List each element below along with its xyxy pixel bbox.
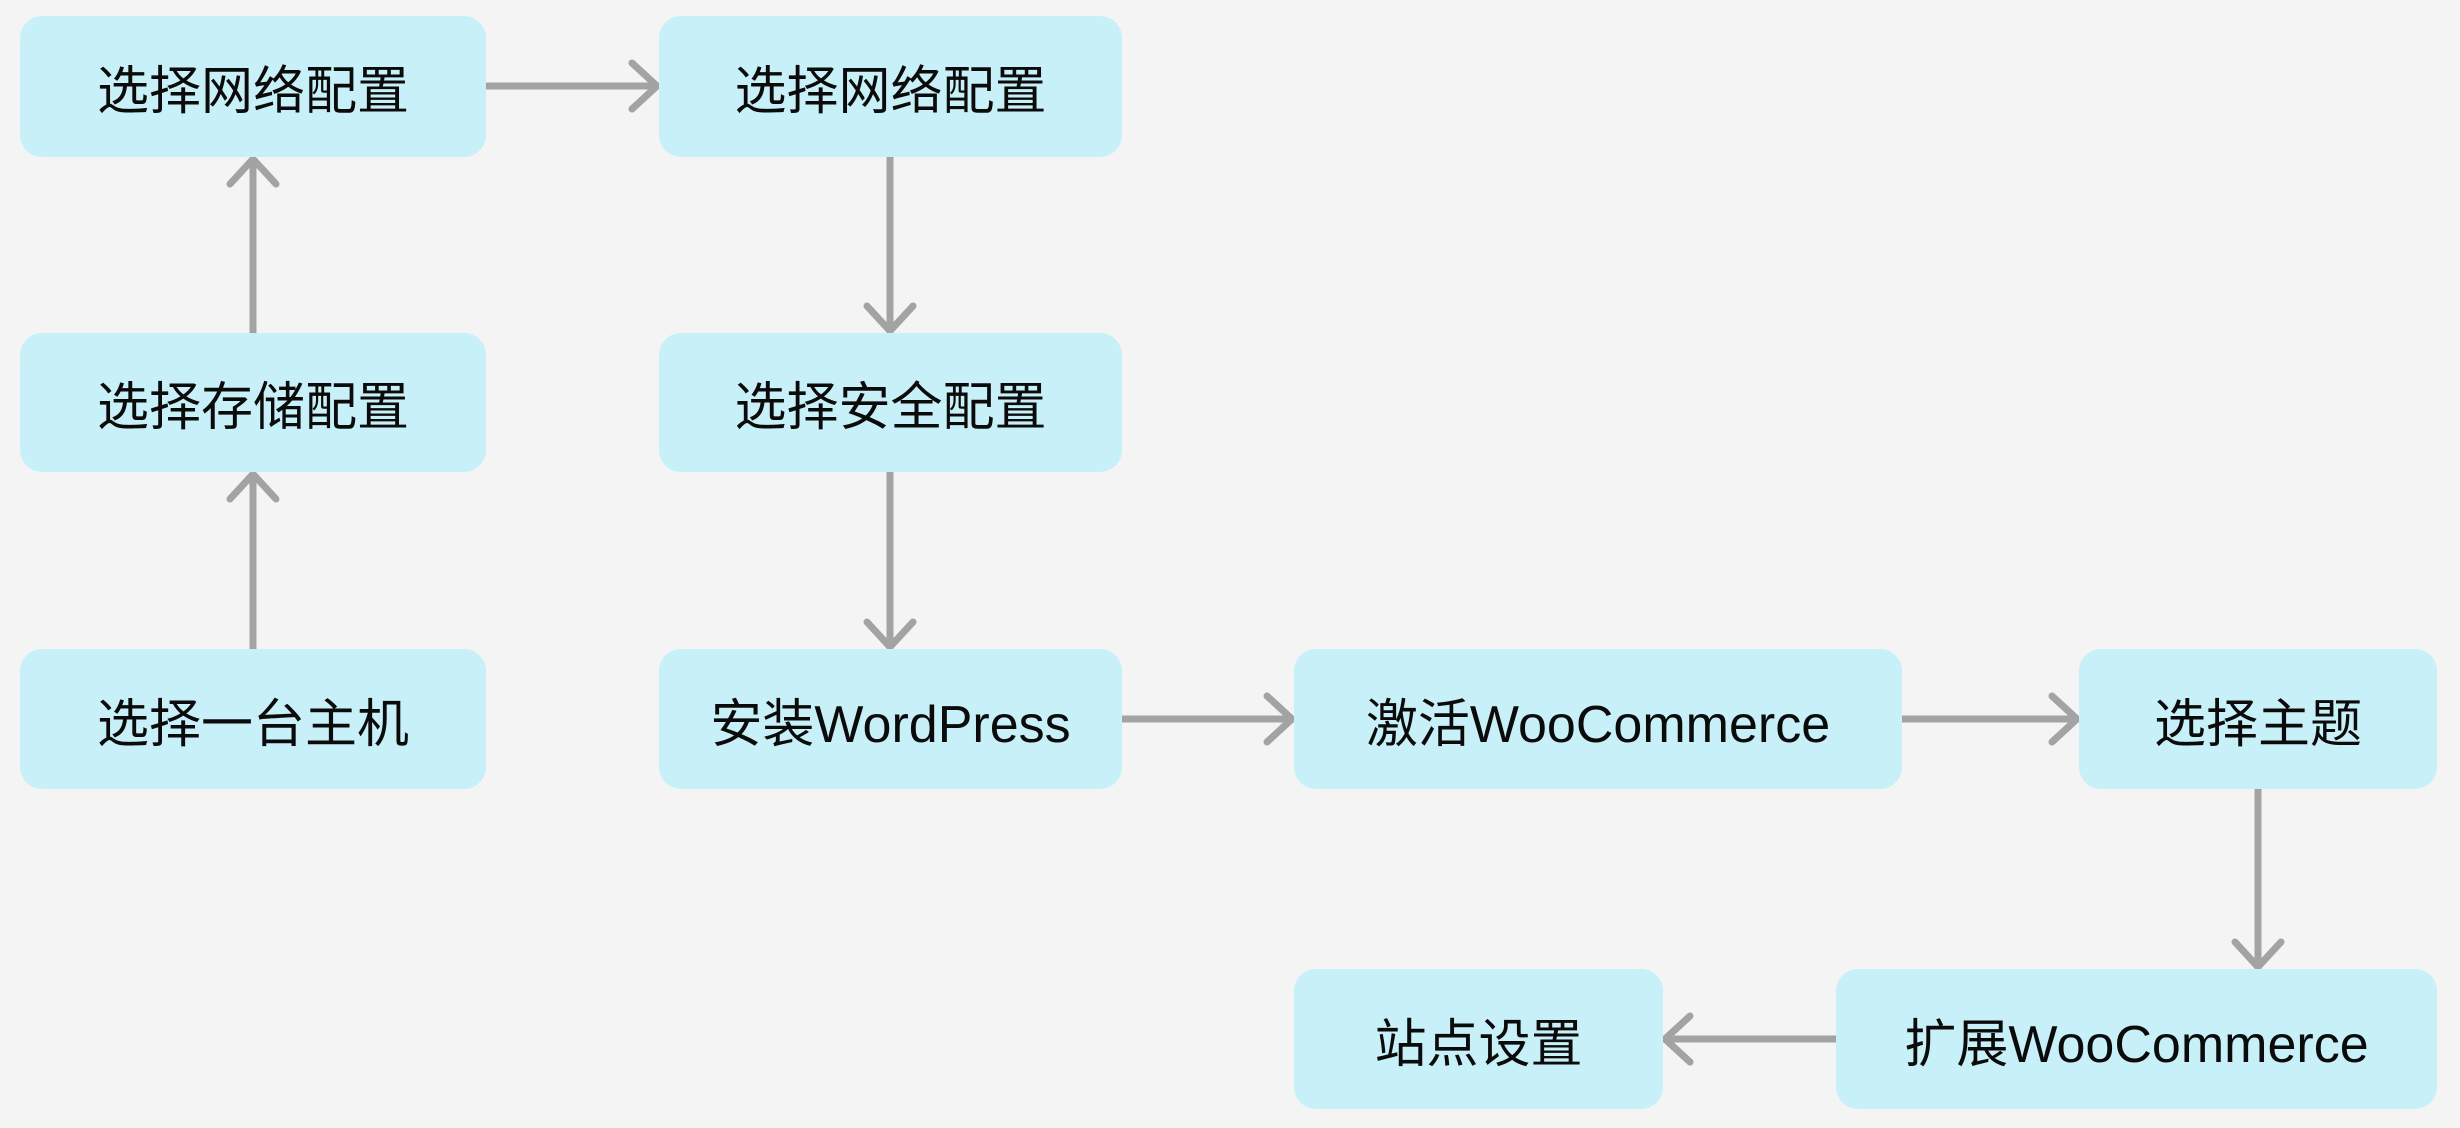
arrow-net-config-a-to-net-config-b — [486, 59, 661, 113]
node-storage-config-label: 选择存储配置 — [96, 379, 409, 437]
node-site-settings-label: 站点设置 — [1374, 1015, 1583, 1074]
node-activate-woocommerce-label: 激活WooCommerce — [1365, 695, 1831, 754]
arrow-extend-woocommerce-to-site-settings — [1661, 1012, 1836, 1066]
node-net-config-b: 选择网络配置 — [659, 16, 1122, 157]
node-activate-woocommerce: 激活WooCommerce — [1294, 649, 1902, 789]
arrow-install-wordpress-to-activate-woocommerce — [1122, 692, 1296, 746]
node-site-settings: 站点设置 — [1294, 969, 1663, 1109]
node-install-wordpress: 安装WordPress — [659, 649, 1122, 789]
arrow-storage-config-to-net-config-a — [226, 155, 280, 333]
node-choose-theme: 选择主题 — [2079, 649, 2437, 789]
node-extend-woocommerce: 扩展WooCommerce — [1836, 969, 2437, 1109]
node-net-config-a-label: 选择网络配置 — [96, 63, 409, 121]
node-net-config-a: 选择网络配置 — [20, 16, 486, 157]
node-extend-woocommerce-label: 扩展WooCommerce — [1904, 1015, 2369, 1074]
arrow-choose-host-to-storage-config — [226, 470, 280, 649]
arrow-choose-theme-to-extend-woocommerce — [2231, 789, 2285, 971]
node-install-wordpress-label: 安装WordPress — [710, 695, 1071, 754]
node-net-config-b-label: 选择网络配置 — [734, 63, 1047, 121]
node-choose-theme-label: 选择主题 — [2153, 695, 2362, 754]
node-choose-host-label: 选择一台主机 — [96, 695, 409, 754]
arrow-activate-woocommerce-to-choose-theme — [1902, 692, 2081, 746]
node-storage-config: 选择存储配置 — [20, 333, 486, 472]
arrow-security-config-to-install-wordpress — [863, 472, 917, 651]
node-choose-host: 选择一台主机 — [20, 649, 486, 789]
arrow-net-config-b-to-security-config — [863, 157, 917, 335]
node-security-config: 选择安全配置 — [659, 333, 1122, 472]
node-security-config-label: 选择安全配置 — [734, 379, 1047, 437]
